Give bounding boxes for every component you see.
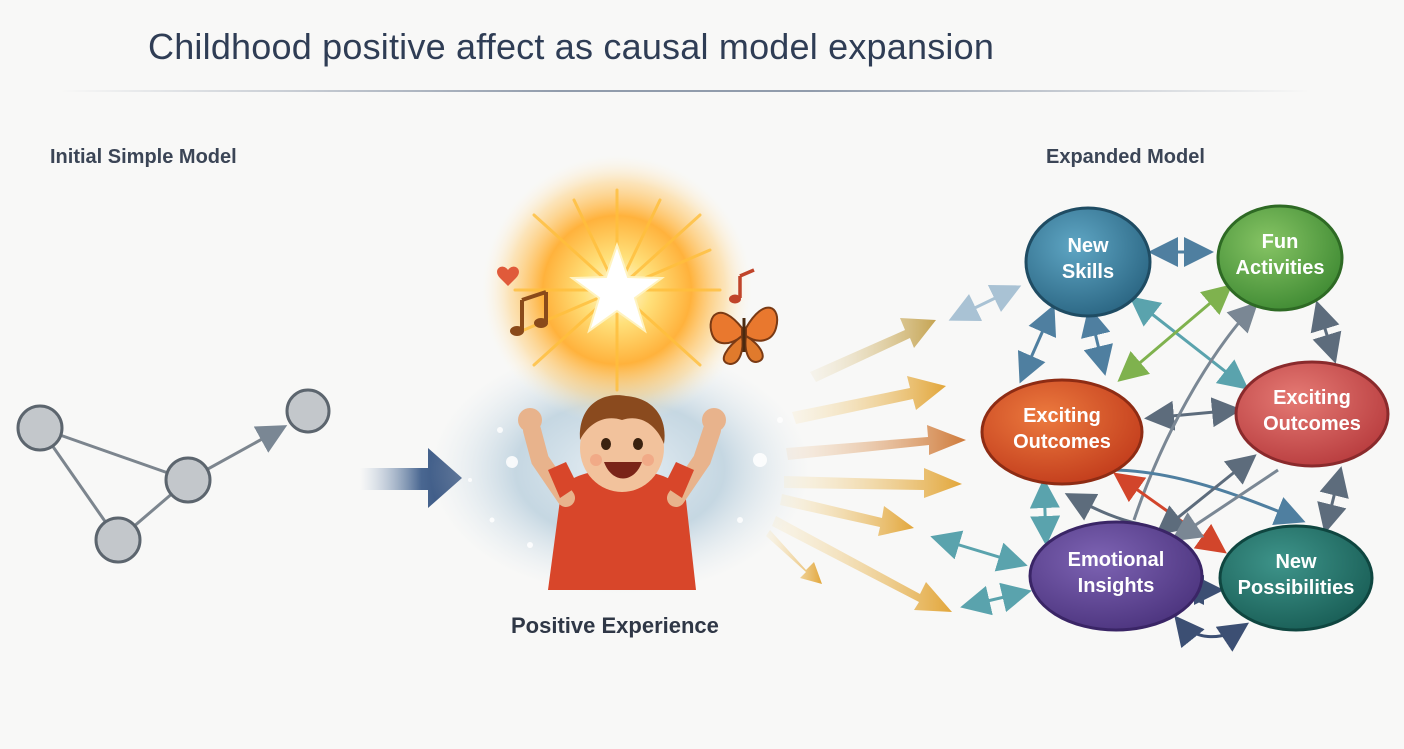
node-label: Exciting [1023,405,1101,427]
radiating-arrows [766,318,966,612]
node-label: Fun [1262,231,1299,253]
radiating-arrow [786,425,966,460]
heart-icon [497,266,519,286]
radiating-arrow [810,318,936,382]
simple-model [16,388,331,564]
radiating-arrow [792,376,946,424]
node-new-skills: New Skills [1024,206,1152,318]
node-emotional-insights: Emotional Insights [1028,520,1204,632]
child-illustration [518,395,726,590]
node-label: Possibilities [1238,577,1355,599]
simple-node [164,456,212,504]
title-divider [60,90,1310,92]
node-fun-activities: Fun Activities [1216,204,1344,312]
sparkles [468,417,783,548]
node-label: New [1275,551,1317,573]
expanded-model-label: Expanded Model [1046,146,1205,168]
node-label: Activities [1236,257,1325,279]
butterfly-icon [709,306,779,366]
node-label: Insights [1078,575,1155,597]
star-icon [569,241,665,334]
node-label: Emotional [1068,549,1165,571]
node-new-possibilities: New Possibilities [1218,524,1374,632]
expanded-model-edges [930,237,1349,652]
positive-experience-illustration [430,155,810,595]
node-label: Skills [1062,261,1114,283]
radiating-arrow [784,468,962,498]
node-label: Outcomes [1013,431,1111,453]
positive-experience-caption: Positive Experience [511,613,719,638]
simple-edge [39,426,189,482]
node-label: Outcomes [1263,413,1361,435]
page-title: Childhood positive affect as causal mode… [148,26,995,67]
music-note-icon [510,290,548,336]
simple-node [94,516,142,564]
simple-node [285,388,331,434]
node-exciting-outcomes-left: Exciting Outcomes [980,378,1144,486]
node-label: Exciting [1273,387,1351,409]
radiating-arrow [766,530,822,584]
node-exciting-outcomes-right: Exciting Outcomes [1234,360,1390,468]
initial-model-label: Initial Simple Model [50,146,237,168]
simple-node [16,404,64,452]
music-note-icon [729,268,755,304]
radiating-arrow [772,516,952,612]
radiating-arrow [780,494,914,536]
node-label: New [1067,235,1109,257]
